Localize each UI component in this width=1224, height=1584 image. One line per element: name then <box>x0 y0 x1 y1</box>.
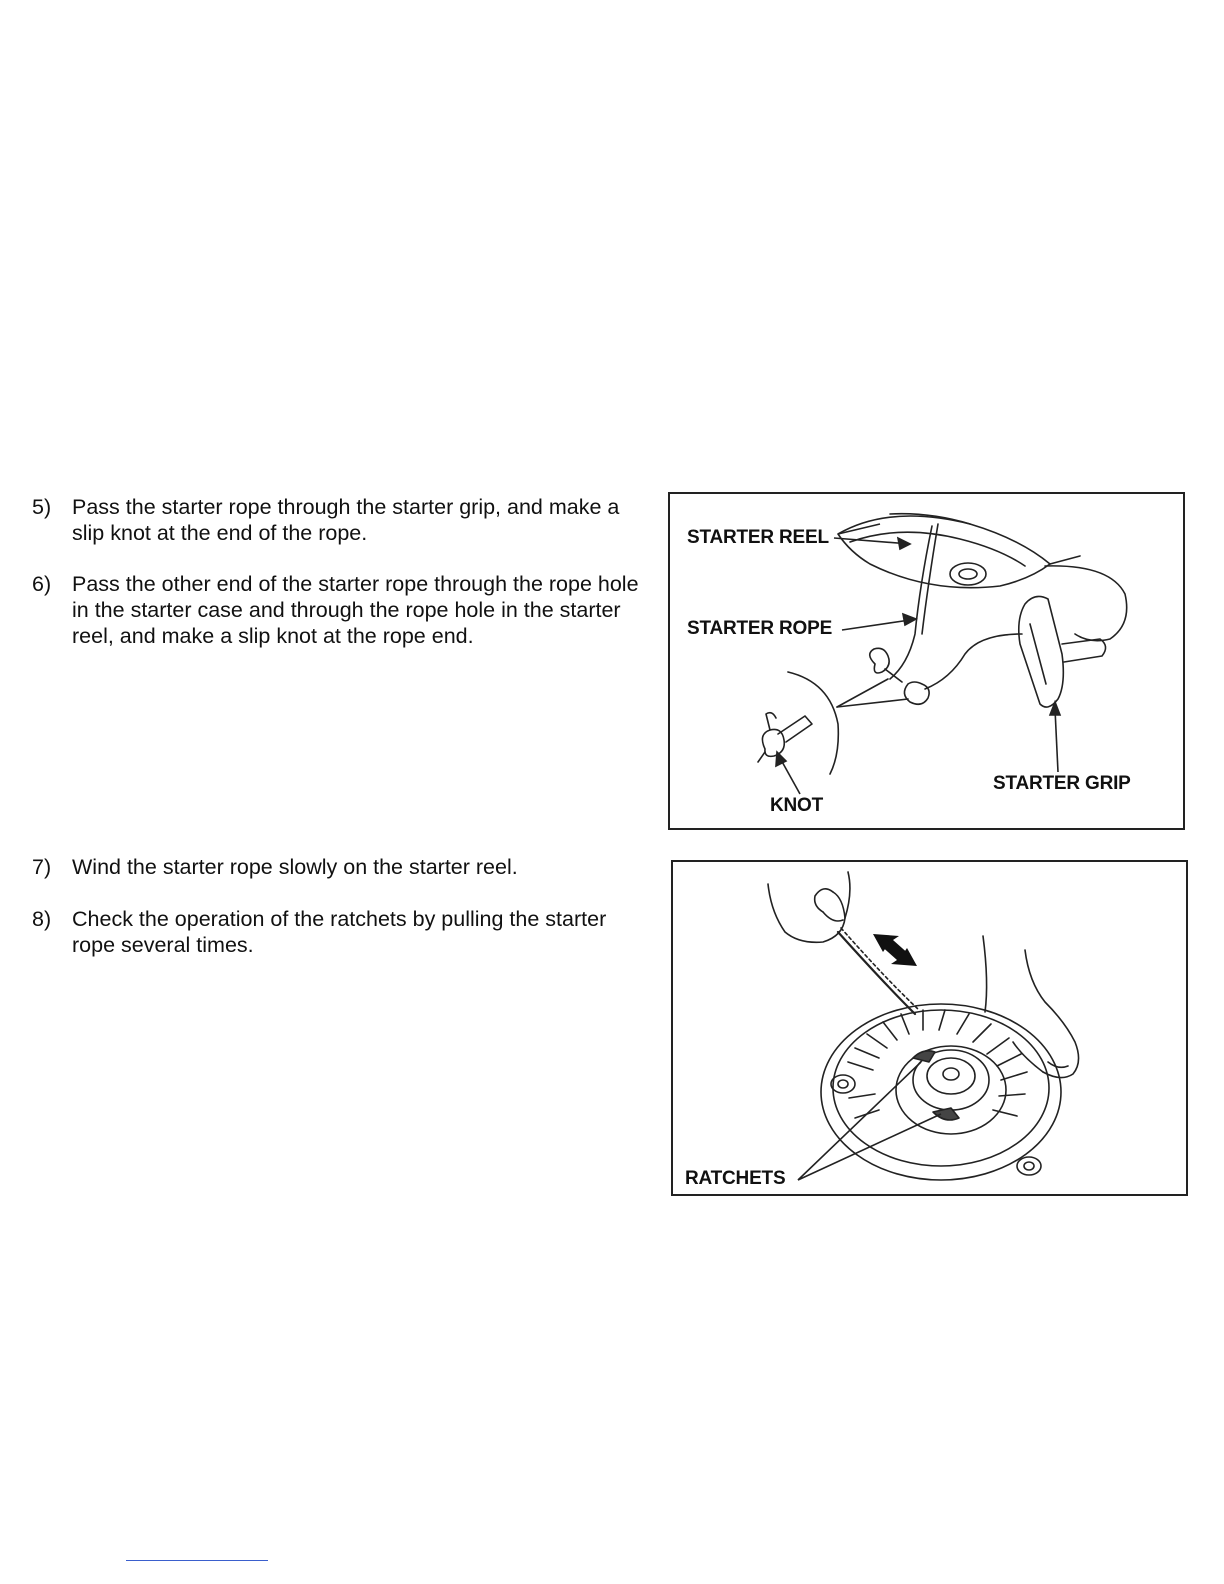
step-text: Check the operation of the ratchets by p… <box>72 907 607 957</box>
label-starter-reel: STARTER REEL <box>687 527 829 548</box>
label-starter-rope: STARTER ROPE <box>687 618 833 639</box>
footer-rule <box>126 1560 268 1561</box>
step-text: Wind the starter rope slowly on the star… <box>72 855 518 879</box>
step-number: 5) <box>32 495 52 519</box>
step-6: 6) Pass the other end of the starter rop… <box>32 571 640 649</box>
step-8: 8) Check the operation of the ratchets b… <box>32 906 640 958</box>
starter-rope-illustration <box>757 512 1128 795</box>
step-5: 5) Pass the starter rope through the sta… <box>32 494 640 546</box>
ratchet-check-illustration <box>767 871 1080 1181</box>
label-ratchets: RATCHETS <box>685 1168 786 1189</box>
step-text: Pass the other end of the starter rope t… <box>72 572 639 648</box>
label-knot: KNOT <box>770 795 824 816</box>
step-7: 7) Wind the starter rope slowly on the s… <box>32 854 640 880</box>
step-number: 6) <box>32 572 52 596</box>
step-text: Pass the starter rope through the starte… <box>72 495 620 545</box>
figure-ratchet-check: RATCHETS <box>671 860 1188 1196</box>
label-starter-grip: STARTER GRIP <box>993 773 1131 794</box>
figure-starter-rope-assembly: STARTER REEL STARTER ROPE KNOT STARTER G… <box>668 492 1185 830</box>
step-number: 7) <box>32 855 52 879</box>
step-number: 8) <box>32 907 52 931</box>
